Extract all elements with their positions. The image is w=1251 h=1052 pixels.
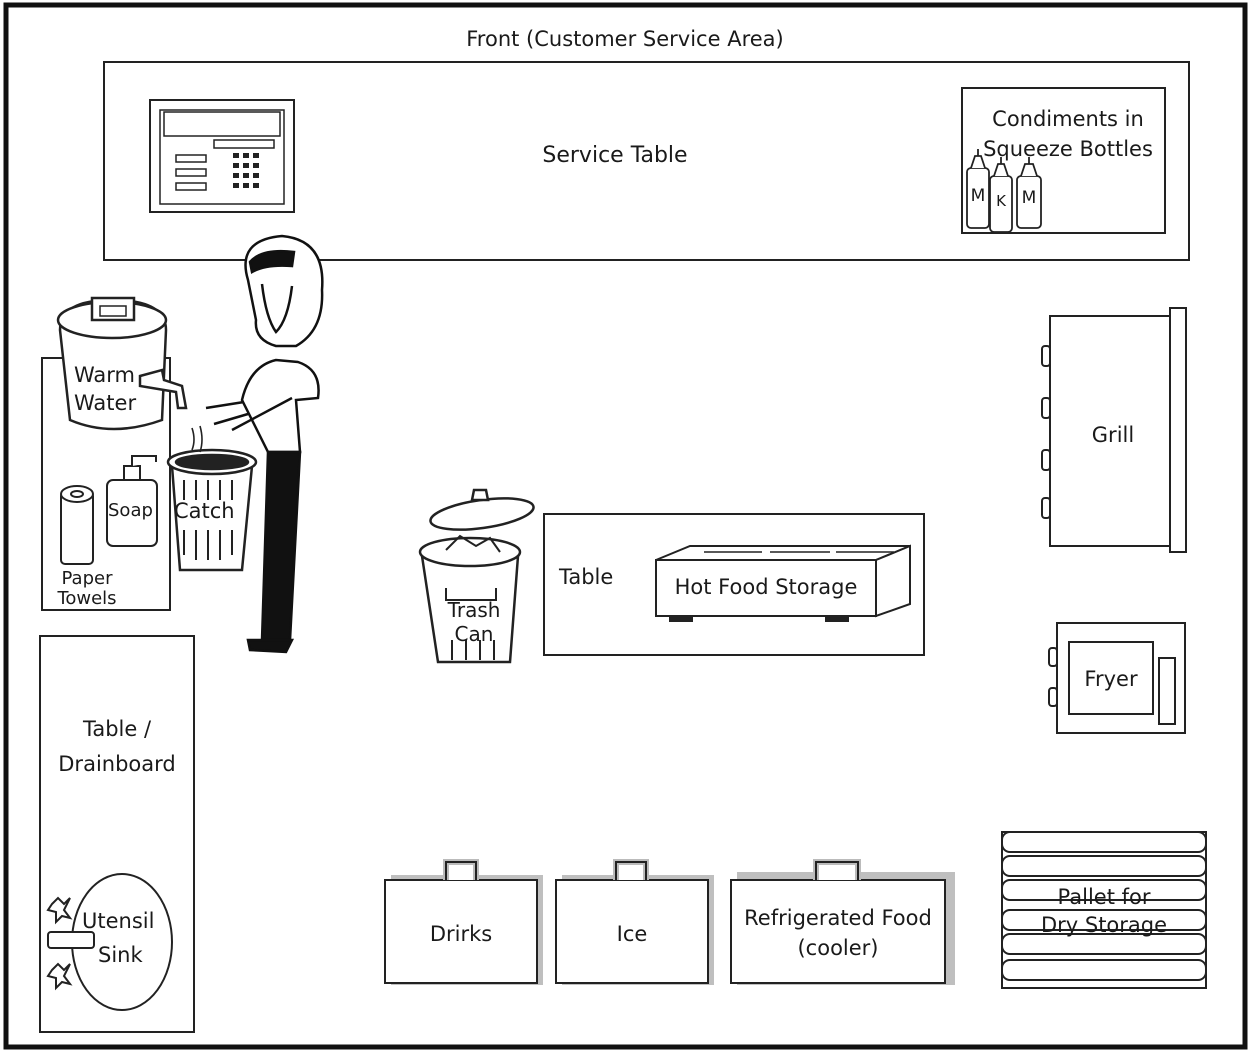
pallet-dry-storage — [1001, 831, 1207, 989]
paper-towel-icon — [60, 485, 94, 565]
cooler-ice — [555, 859, 714, 985]
prep-table-label: Table — [559, 565, 614, 589]
hot-food-storage-label: Hot Food Storage — [674, 575, 858, 599]
service-table-label: Service Table — [542, 143, 688, 168]
warm-water-label-line1: Warm — [74, 363, 136, 387]
fryer-unit — [1048, 622, 1186, 734]
paper-towels-label-line1: Paper — [61, 568, 113, 589]
fryer-label: Fryer — [1084, 667, 1138, 691]
trash-can-label-line2: Can — [454, 622, 494, 646]
squeeze-bottle-icon — [966, 149, 990, 229]
utensil-sink-label-line1: Utensil — [82, 909, 155, 933]
bottle-label-ketchup: K — [996, 192, 1006, 210]
booth-outline — [3, 2, 1248, 1050]
utensil-sink-icon — [46, 873, 173, 1011]
drainboard-label-line1: Table / — [82, 717, 152, 741]
bottle-label-mayo: M — [1021, 188, 1037, 208]
warm-water-label-line2: Water — [74, 391, 137, 415]
refrigerated-food-label-line1: Refrigerated Food — [744, 906, 932, 930]
cooler-drinks — [384, 859, 543, 985]
grill-label: Grill — [1091, 423, 1135, 447]
pallet-label-line2: Dry Storage — [1040, 913, 1168, 937]
refrigerated-food-label-line2: (cooler) — [797, 936, 879, 960]
soap-label: Soap — [108, 500, 153, 521]
utensil-sink-label-line2: Sink — [98, 943, 143, 967]
squeeze-bottle-icon — [1016, 157, 1042, 229]
trash-can-icon — [418, 488, 535, 664]
ice-cooler-label: Ice — [616, 922, 648, 946]
grill-unit — [1041, 307, 1187, 553]
condiments-label-line1: Condiments in — [992, 107, 1144, 131]
bottle-label-mustard: M — [970, 186, 986, 206]
catch-bucket-icon — [166, 425, 258, 572]
condiments-label-line2: Squeeze Bottles — [983, 137, 1153, 161]
cooler-refrigerated-food — [730, 859, 955, 985]
water-jug-icon — [56, 296, 188, 431]
trash-can-label-line1: Trash — [447, 598, 501, 622]
front-label: Front (Customer Service Area) — [466, 27, 784, 51]
squeeze-bottle-icon — [989, 157, 1013, 233]
worker-washing-hands-icon — [205, 234, 324, 654]
drinks-cooler-label: Drirks — [429, 922, 493, 946]
drainboard-label-line2: Drainboard — [58, 752, 176, 776]
soap-dispenser-icon — [106, 455, 158, 547]
cash-register-icon — [149, 99, 295, 213]
pallet-label-line1: Pallet for — [1057, 885, 1151, 909]
hot-food-storage-unit — [655, 544, 911, 622]
catch-label: Catch — [174, 499, 235, 523]
paper-towels-label-line2: Towels — [57, 588, 117, 609]
